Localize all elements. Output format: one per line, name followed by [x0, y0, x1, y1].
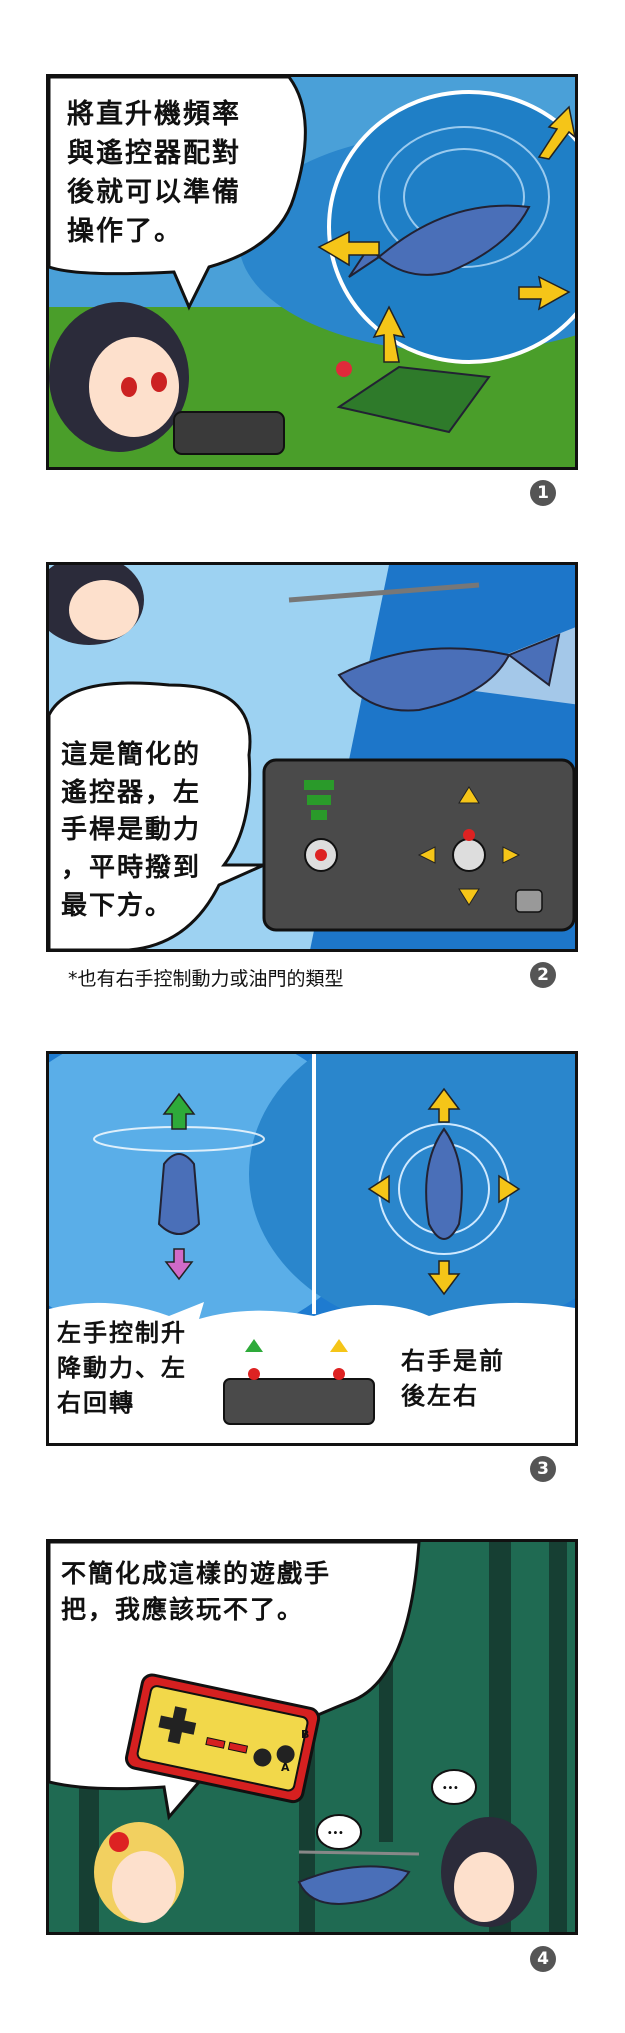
- ellipsis-bubble-a: ...: [442, 1774, 459, 1793]
- footnote: *也有右手控制動力或油門的類型: [68, 968, 344, 990]
- controller-button-b-label: B: [301, 1728, 310, 1741]
- panel-number-3: 3: [530, 1456, 556, 1482]
- comic-panel-1: 將直升機頻率 與遙控器配對 後就可以準備 操作了。: [46, 74, 578, 470]
- speech-bubble-1: 將直升機頻率 與遙控器配對 後就可以準備 操作了。: [67, 99, 241, 248]
- caption-left-control: 左手控制升 降動力、左 右回轉: [57, 1318, 187, 1417]
- panel-number-2: 2: [530, 962, 556, 988]
- panel-3-art: [49, 1054, 575, 1443]
- comic-panel-3: 左手控制升 降動力、左 右回轉 右手是前 後左右: [46, 1051, 578, 1446]
- panel-number-4: 4: [530, 1946, 556, 1972]
- panel-2-art: [49, 565, 575, 949]
- speech-bubble-2: 這是簡化的 遙控器，左 手桿是動力 ，平時撥到 最下方。: [61, 740, 202, 921]
- comic-panel-2: 這是簡化的 遙控器，左 手桿是動力 ，平時撥到 最下方。: [46, 562, 578, 952]
- panel-4-art: [49, 1542, 575, 1932]
- controller-button-a-label: A: [281, 1761, 290, 1774]
- caption-right-control: 右手是前 後左右: [401, 1346, 505, 1410]
- ellipsis-bubble-b: ...: [327, 1819, 344, 1838]
- panel-1-art: [49, 77, 575, 467]
- comic-panel-4: 不簡化成這樣的遊戲手 把，我應該玩不了。 B A ... ...: [46, 1539, 578, 1935]
- panel-number-1: 1: [530, 480, 556, 506]
- speech-bubble-4: 不簡化成這樣的遊戲手 把，我應該玩不了。: [61, 1559, 332, 1625]
